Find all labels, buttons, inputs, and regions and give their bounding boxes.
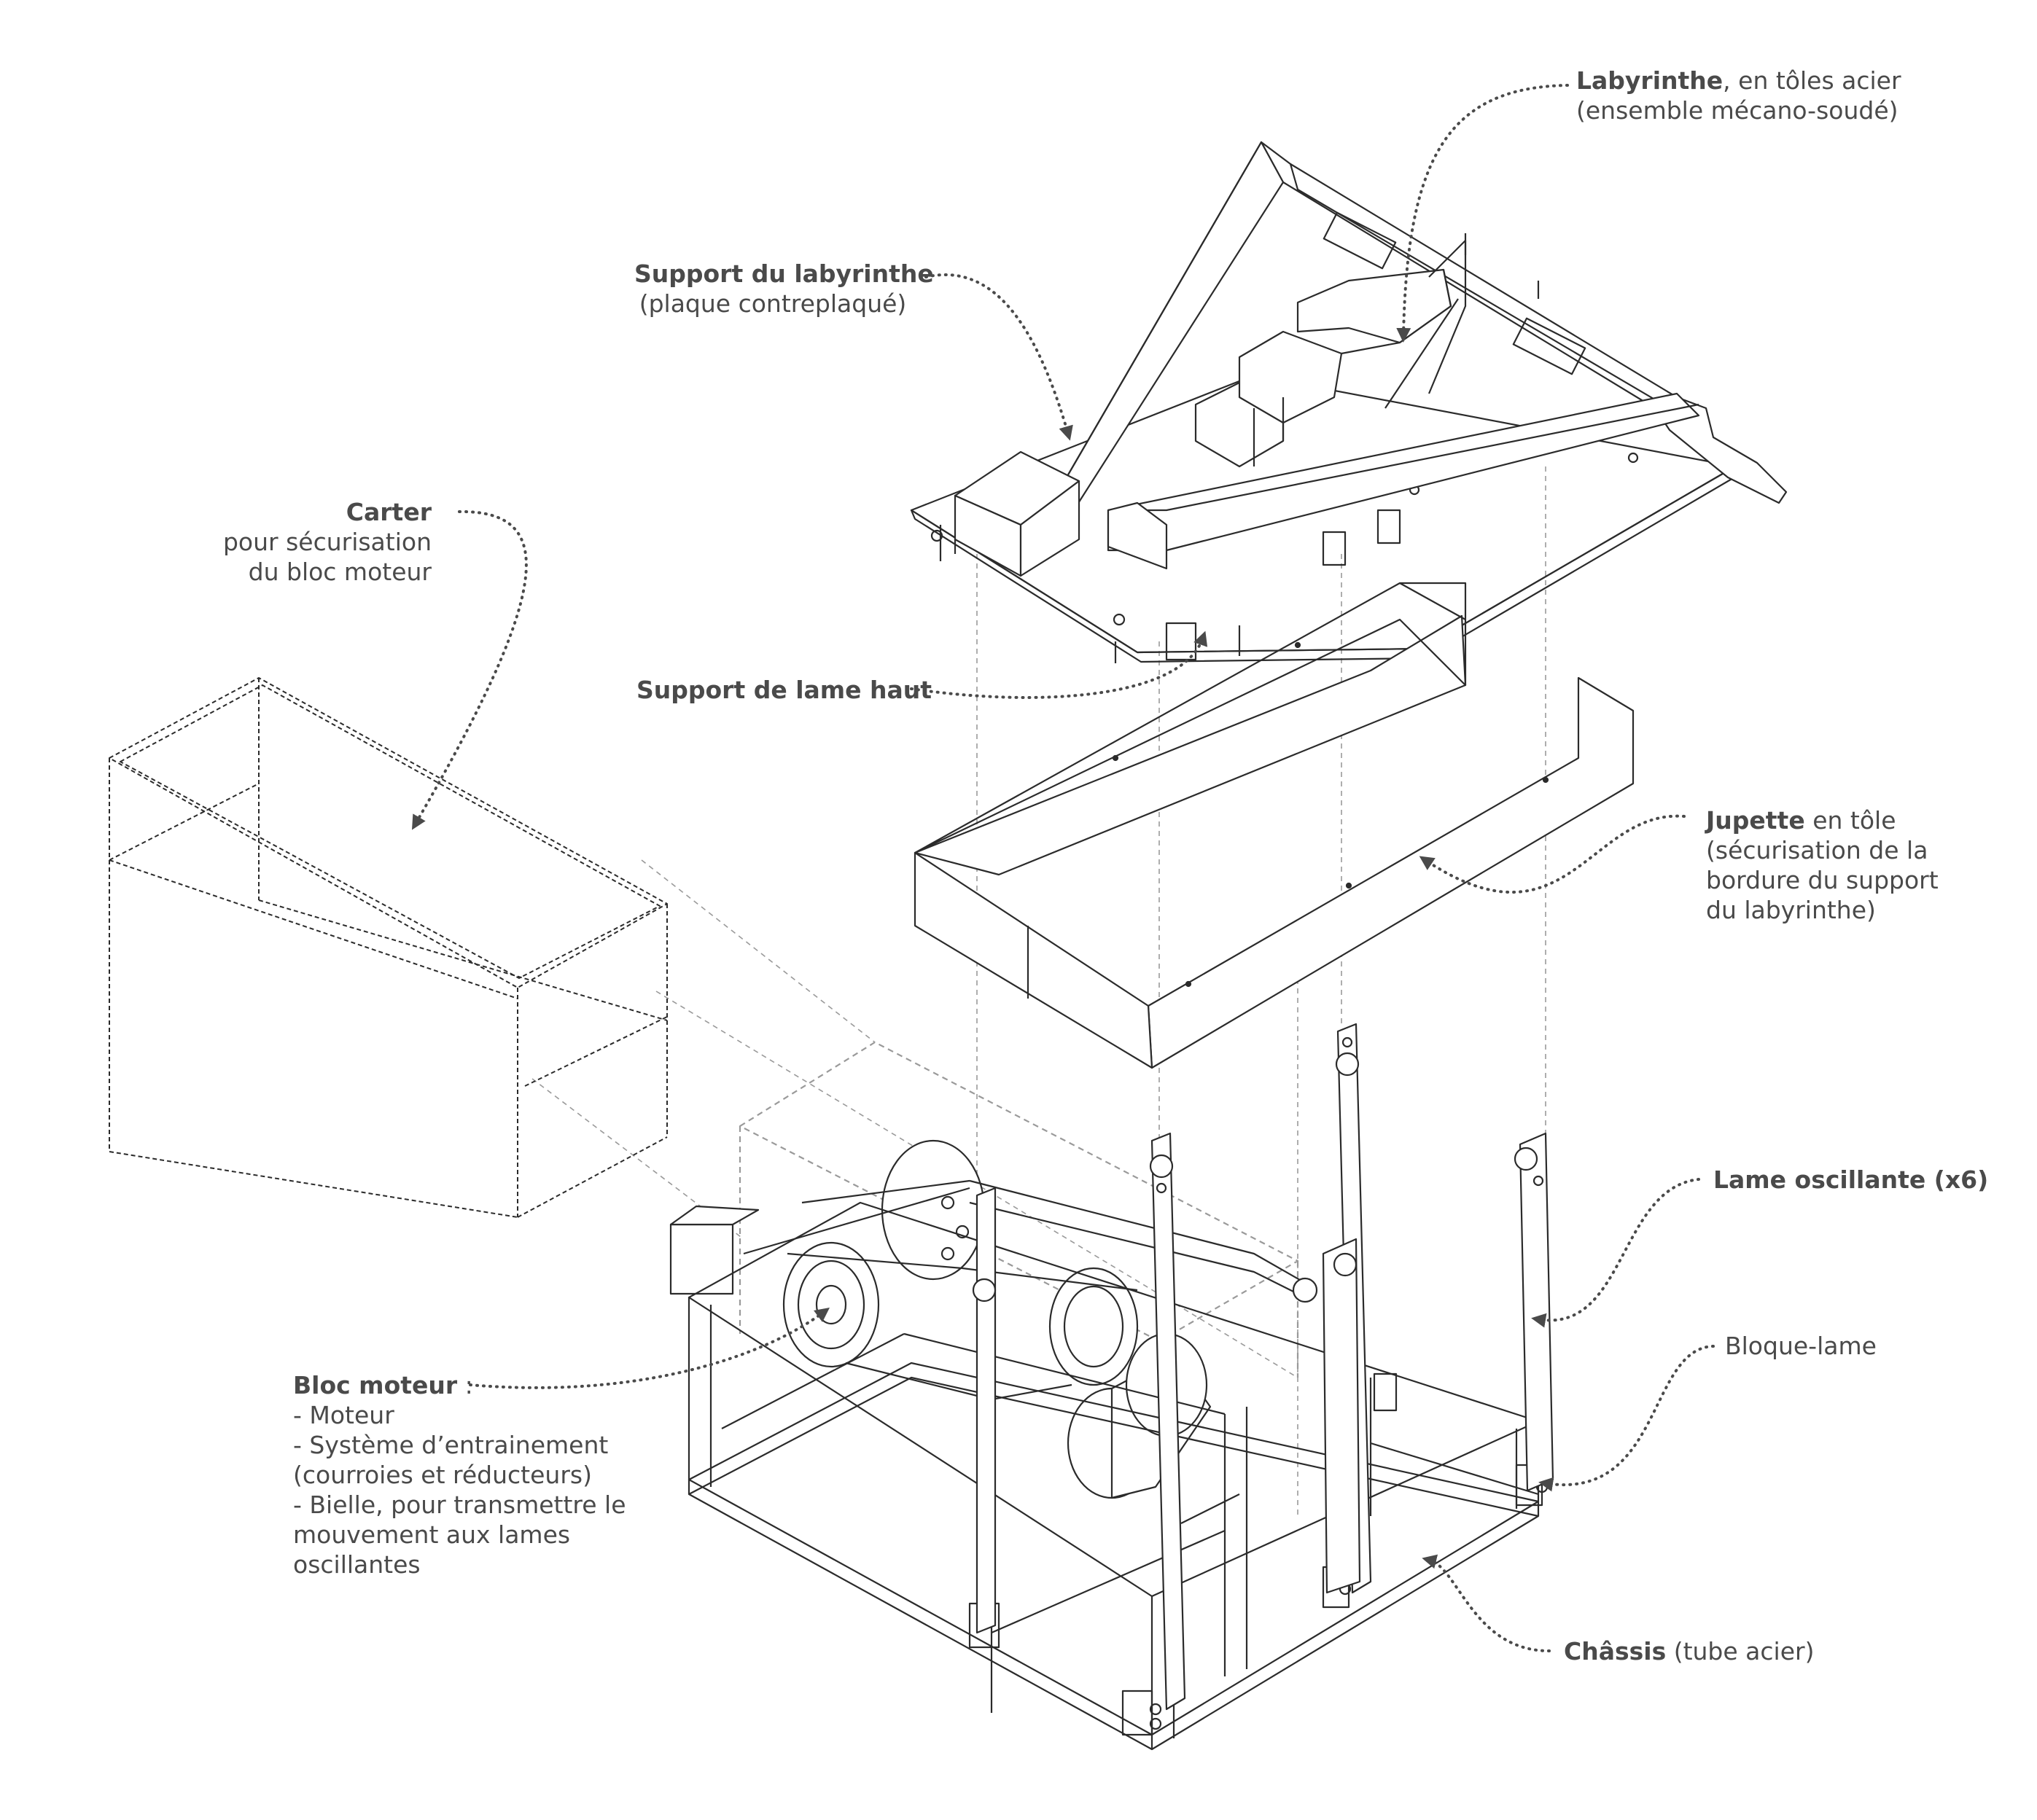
label-chassis-title: Châssis <box>1564 1637 1667 1665</box>
label-bloque-lame: Bloque-lame <box>1725 1331 1877 1361</box>
label-bloque-lame-text: Bloque-lame <box>1725 1332 1877 1360</box>
label-lame-oscillante-title: Lame oscillante (x6) <box>1713 1165 1989 1194</box>
label-jupette-rest: en tôle <box>1804 806 1896 835</box>
oscillating-blades <box>972 1023 1554 1711</box>
label-bloc-moteur-item: mouvement aux lames <box>293 1520 571 1549</box>
label-bloc-moteur-item: - Système d’entrainement <box>293 1431 609 1459</box>
label-lame-oscillante: Lame oscillante (x6) <box>1713 1165 1988 1195</box>
label-carter-title: Carter <box>346 498 432 526</box>
label-bloc-moteur-item: - Moteur <box>293 1401 394 1429</box>
label-bloc-moteur-rest: : <box>457 1371 473 1399</box>
label-jupette-line3: bordure du support <box>1706 866 1939 894</box>
carter-housing <box>109 677 668 1218</box>
label-support-labyrinthe-title: Support du labyrinthe <box>634 259 934 288</box>
label-carter-line3: du bloc moteur <box>248 558 432 586</box>
label-bloc-moteur-item: oscillantes <box>293 1550 421 1579</box>
label-support-labyrinthe: Support du labyrinthe (plaque contreplaq… <box>634 259 934 319</box>
label-bloc-moteur: Bloc moteur : - Moteur - Système d’entra… <box>293 1370 626 1579</box>
label-labyrinthe-rest: , en tôles acier <box>1723 66 1901 95</box>
label-support-lame-haut: Support de lame haut <box>636 675 932 705</box>
label-labyrinthe-line2: (ensemble mécano-soudé) <box>1576 96 1898 125</box>
labyrinth-steel <box>954 141 1788 577</box>
label-jupette-line2: (sécurisation de la <box>1706 836 1928 864</box>
label-support-labyrinthe-line2: (plaque contreplaqué) <box>639 289 907 318</box>
label-bloc-moteur-item: - Bielle, pour transmettre le <box>293 1491 626 1519</box>
label-bloc-moteur-title: Bloc moteur <box>293 1371 458 1399</box>
motor-block <box>669 1041 1318 1499</box>
label-jupette-line4: du labyrinthe) <box>1706 896 1876 924</box>
label-chassis: Châssis (tube acier) <box>1564 1636 1814 1666</box>
label-chassis-rest: (tube acier) <box>1666 1637 1815 1665</box>
label-support-lame-haut-title: Support de lame haut <box>636 676 932 704</box>
callout-leaders <box>411 84 1715 1652</box>
label-labyrinthe: Labyrinthe, en tôles acier (ensemble méc… <box>1576 66 1901 125</box>
label-carter-line2: pour sécurisation <box>222 528 432 556</box>
label-jupette-title: Jupette <box>1706 806 1805 835</box>
chassis-frame <box>688 1201 1549 1751</box>
skirt-jupette <box>914 582 1635 1069</box>
label-labyrinthe-title: Labyrinthe <box>1576 66 1724 95</box>
label-jupette: Jupette en tôle (sécurisation de la bord… <box>1706 805 1939 925</box>
label-bloc-moteur-item: (courroies et réducteurs) <box>293 1461 592 1489</box>
label-carter: Carter pour sécurisation du bloc moteur <box>197 497 432 587</box>
